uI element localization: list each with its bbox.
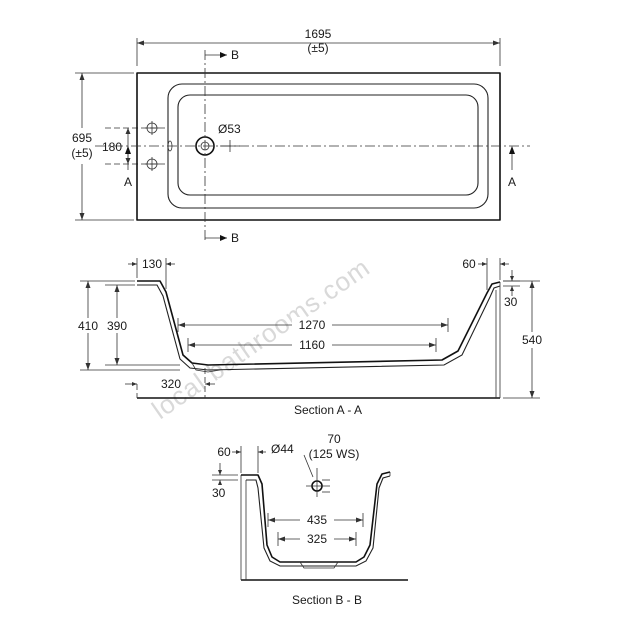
plan-length-label: 1695 xyxy=(305,27,332,41)
section-aa-right-rim-label: 60 xyxy=(462,257,476,271)
watermark: local bathrooms.com xyxy=(146,252,375,425)
section-bb-overflow-height-label: 70 xyxy=(327,432,341,446)
section-aa-left-rim-label: 130 xyxy=(142,257,162,271)
section-b-marker-bottom: B xyxy=(231,231,239,245)
section-aa-top-length-label: 1270 xyxy=(299,318,326,332)
plan-waste-diameter-label: Ø53 xyxy=(218,122,241,136)
section-a-marker-right: A xyxy=(508,175,516,189)
section-b-marker-top: B xyxy=(231,48,239,62)
section-aa-caption: Section A - A xyxy=(294,403,362,417)
section-aa-rim-thickness-label: 30 xyxy=(504,295,518,309)
section-bb-overflow-diameter-label: Ø44 xyxy=(271,442,294,456)
plan-view: 1695 (±5) 695 (±5) 180 xyxy=(58,27,530,245)
section-aa-total-height-label: 410 xyxy=(78,319,98,333)
section-a-marker-left: A xyxy=(124,175,132,189)
section-bb-rim-thickness-label: 30 xyxy=(212,486,226,500)
section-bb-view: Ø44 70 (125 WS) 60 30 435 325 xyxy=(212,432,408,607)
section-aa-view: 130 60 30 540 410 xyxy=(74,257,548,417)
plan-tap-spacing-label: 180 xyxy=(102,140,122,154)
section-aa-base-length-label: 1160 xyxy=(299,338,325,352)
plan-width-tolerance: (±5) xyxy=(71,146,92,160)
section-bb-base-width-label: 325 xyxy=(307,532,327,546)
section-aa-waste-offset-label: 320 xyxy=(161,377,181,391)
section-bb-top-width-label: 435 xyxy=(307,513,327,527)
section-bb-overflow-height-ws-label: (125 WS) xyxy=(309,447,360,461)
section-aa-inner-depth-label: 390 xyxy=(107,319,127,333)
section-bb-rim-label: 60 xyxy=(217,445,231,459)
section-bb-caption: Section B - B xyxy=(292,593,362,607)
plan-width-label: 695 xyxy=(72,131,92,145)
section-aa-overall-height-label: 540 xyxy=(522,333,542,347)
plan-length-tolerance: (±5) xyxy=(307,41,328,55)
